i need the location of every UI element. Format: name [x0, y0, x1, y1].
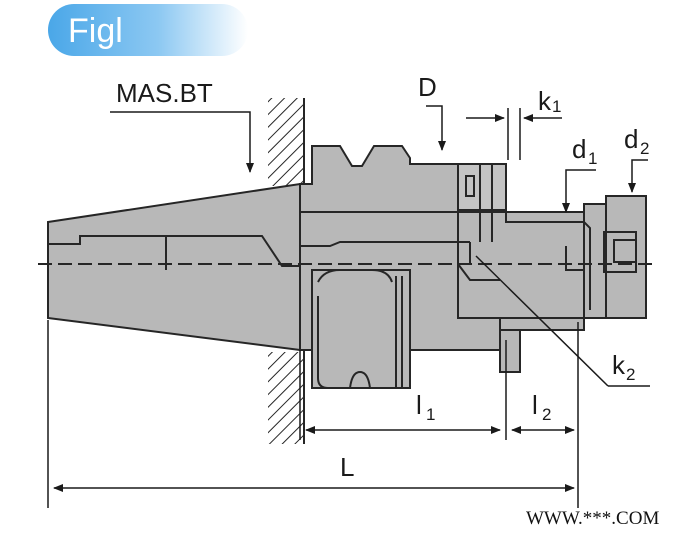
label-k2: k	[612, 350, 626, 380]
leader-mas-bt: MAS.BT	[110, 78, 254, 173]
label-d2: d	[624, 124, 638, 154]
label-d1-sub: 1	[588, 149, 597, 168]
label-k1-sub: 1	[552, 97, 561, 116]
flange	[299, 145, 459, 213]
tool-holder-body	[47, 145, 647, 389]
leader-d2: d 2	[624, 124, 649, 193]
leader-d1: d 1	[562, 134, 597, 213]
watermark: WWW.***.COM	[526, 508, 659, 529]
figure-label: Figl	[68, 12, 123, 50]
label-l1-sub: 1	[426, 405, 435, 424]
taper-shank	[47, 182, 301, 352]
dimension-l2: l 2	[511, 390, 575, 434]
leader-k2: k 2	[475, 255, 650, 387]
label-k2-sub: 2	[626, 365, 635, 384]
label-d1: d	[572, 134, 586, 164]
spindle-wall-hatching	[268, 98, 305, 444]
internal-details	[48, 163, 637, 389]
dimension-L: L	[53, 452, 575, 492]
dimension-l1: l 1	[305, 390, 501, 434]
label-l2: l	[532, 390, 538, 420]
nose-bottom	[499, 317, 585, 331]
label-l2-sub: 2	[542, 405, 551, 424]
label-d2-sub: 2	[640, 139, 649, 158]
leader-D: D	[418, 72, 446, 151]
witness-lines	[47, 108, 579, 508]
label-mas-bt: MAS.BT	[116, 78, 213, 108]
label-L: L	[340, 452, 354, 482]
label-k1: k	[538, 86, 552, 116]
label-D: D	[418, 72, 437, 102]
figure-badge: Figl	[48, 4, 248, 56]
dimension-k1: k 1	[466, 86, 562, 122]
label-l1: l	[416, 390, 422, 420]
